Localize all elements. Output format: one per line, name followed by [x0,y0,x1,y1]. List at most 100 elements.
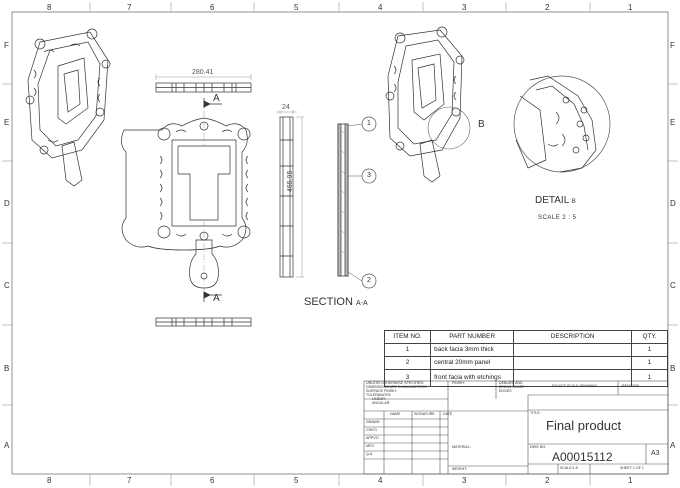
bill-of-materials: ITEM NO. PART NUMBER DESCRIPTION QTY. 1 … [383,330,668,387]
section-marker-top: A [213,93,220,104]
tb-deburr-2: EDGES [499,389,512,393]
top-view [155,74,252,93]
bom-part: central 20mm panel [430,356,515,370]
bom-item: 1 [383,343,432,357]
tb-col-signature: SIGNATURE [414,412,435,416]
tb-dwg-label: DWG NO. [530,445,547,449]
side-view [276,110,304,278]
depth-dimension: 24 [282,104,290,111]
balloon-3 [361,168,377,184]
tb-finish: FINISH: [452,381,465,385]
tb-do-not-scale: DO NOT SCALE DRAWING [552,384,597,388]
tb-sheet: SHEET 1 OF 1 [620,466,644,470]
zone-top-3: 3 [462,3,467,12]
zone-top-1: 1 [628,3,633,12]
detail-scale: SCALE 2 : 5 [538,215,577,221]
zone-top-8: 8 [47,3,52,12]
zone-right-B: B [670,364,676,373]
tb-col-date: DATE [443,412,453,416]
tb-col-name: NAME [390,412,401,416]
zone-right-D: D [670,199,676,208]
section-marker-bottom: A [213,293,220,304]
zone-bottom-8: 8 [47,476,52,485]
drawing-number: A00015112 [552,450,613,464]
zone-top-7: 7 [127,3,132,12]
tb-deburr-1: BREAK SHARP [499,385,525,389]
table-row: 3 front facia with etchings 1 [383,369,668,387]
bom-qty: 1 [631,369,668,387]
zone-left-F: F [4,41,9,50]
zone-left-A: A [4,441,10,450]
zone-top-2: 2 [545,3,550,12]
section-cut-line [203,98,222,302]
zone-bottom-2: 2 [545,476,550,485]
zone-bottom-6: 6 [210,476,215,485]
tb-note-2: SURFACE FINISH: [366,389,397,393]
bom-header-item: ITEM NO. [383,330,432,344]
height-dimension: 455.95 [287,170,294,192]
section-title-suffix: A-A [355,300,368,307]
balloon-1 [361,116,377,132]
tb-role-mfg: MFG [366,444,374,448]
balloon-label-2: 2 [367,277,371,284]
tb-note-5: ANGULAR: [372,401,391,405]
bom-header-qty: QTY. [631,330,668,344]
bom-header-part: PART NUMBER [430,330,515,344]
bom-part: front facia with etchings [430,369,515,387]
tb-scale: SCALE:1:5 [560,466,578,470]
title-block-grid [363,380,669,475]
tb-material: MATERIAL: [452,445,471,449]
section-title-word: SECTION [304,296,353,308]
detail-title: DETAIL B [535,196,576,206]
detail-title-word: DETAIL [535,195,569,206]
zone-bottom-1: 1 [628,476,633,485]
tb-title-label: TITLE: [530,411,541,415]
front-view [121,100,251,300]
bom-header-desc: DESCRIPTION [513,330,633,344]
zone-right-C: C [670,281,676,290]
tb-role-appvd: APPV'D [366,436,379,440]
tb-role-chkd: CHK'D [366,428,377,432]
zone-right-E: E [670,118,676,127]
balloons [361,116,377,289]
bom-desc [513,356,633,370]
tb-note-3: TOLERANCES: [366,393,392,397]
section-view [337,123,364,282]
tb-note-4: LINEAR: [372,397,386,401]
tb-note-1: DIMENSIONS ARE IN MILLIMETERS [366,385,427,389]
bom-item: 3 [383,369,432,387]
bom-header-row: ITEM NO. PART NUMBER DESCRIPTION QTY. [383,330,668,344]
zone-left-D: D [4,199,10,208]
isometric-view-right [385,26,471,183]
zone-bottom-5: 5 [294,476,299,485]
zone-top-4: 4 [378,3,383,12]
zone-bottom-4: 4 [378,476,383,485]
bom-desc [513,343,633,357]
tb-role-qa: Q.A [366,452,373,456]
detail-title-suffix: B [571,199,576,205]
sheet-size: A3 [651,450,660,457]
tb-role-drawn: DRAWN [366,420,380,424]
zone-left-E: E [4,118,10,127]
zone-bottom-3: 3 [462,476,467,485]
zone-right-A: A [670,441,676,450]
bom-qty: 1 [631,343,668,357]
zone-left-C: C [4,281,10,290]
drawing-title: Final product [546,418,622,433]
bom-qty: 1 [631,356,668,370]
balloon-label-1: 1 [367,120,371,127]
section-title: SECTION A-A [304,297,368,308]
tb-revision: REVISION [622,384,640,388]
tb-deburr-0: DEBURR AND [499,381,523,385]
isometric-view-left [25,28,111,187]
balloon-label-3: 3 [367,172,371,179]
zone-left-B: B [4,364,10,373]
bom-desc [513,369,633,387]
zone-top-5: 5 [294,3,299,12]
zone-bottom-7: 7 [127,476,132,485]
width-dimension: 280.41 [192,69,214,76]
zone-right-F: F [670,41,675,50]
bom-item: 2 [383,356,432,370]
